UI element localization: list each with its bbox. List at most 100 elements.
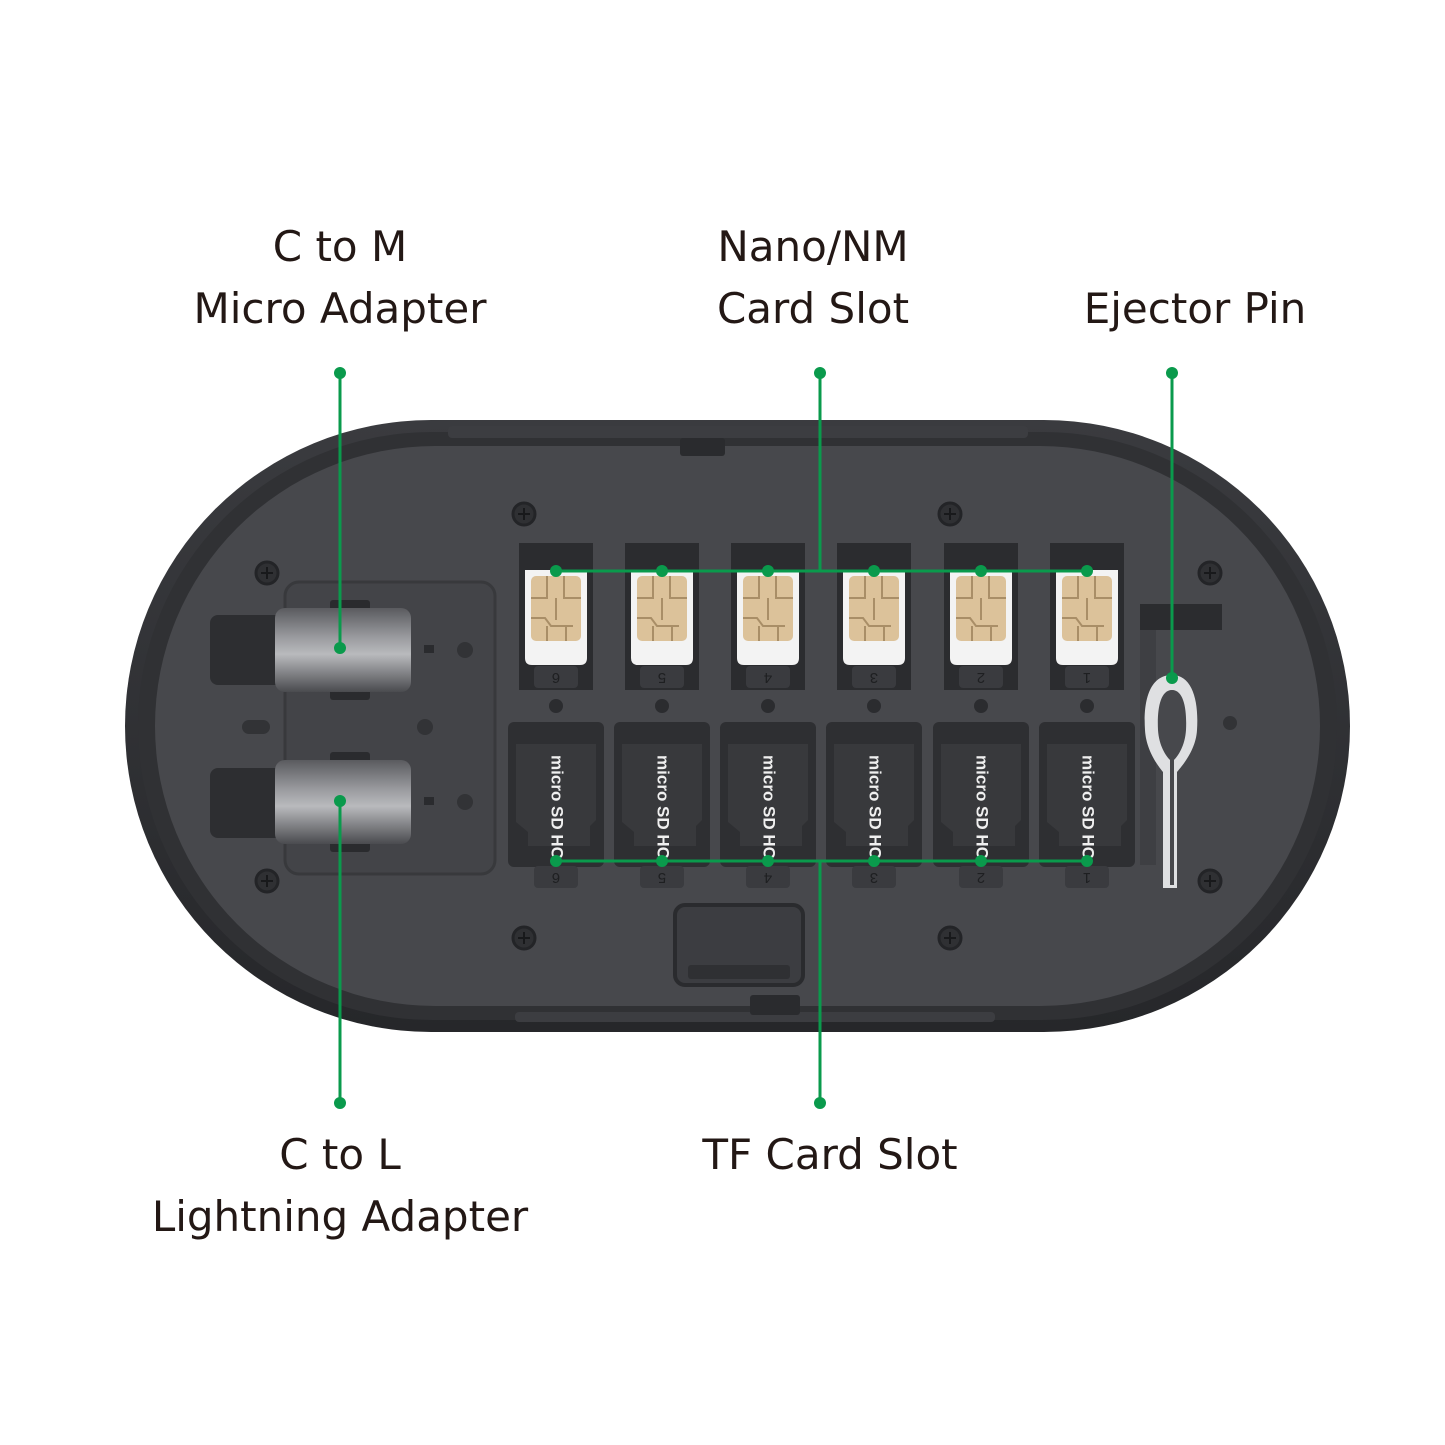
callout-dot <box>762 855 774 867</box>
holder-dot <box>417 719 433 735</box>
sim-slot-tab <box>959 666 1003 688</box>
sim-slot[interactable]: 1 <box>1050 543 1124 713</box>
sim-slot-tab <box>534 666 578 688</box>
callout-dot <box>656 855 668 867</box>
screw-icon <box>254 868 280 894</box>
sim-slot-number: 6 <box>552 669 560 686</box>
label-ejector-line1: Ejector Pin <box>1083 284 1307 333</box>
sim-card-icon <box>631 570 693 665</box>
tf-slot[interactable]: micro SD HC 1 <box>1039 722 1135 888</box>
sim-slot-hole <box>655 699 669 713</box>
microsd-card-icon: micro SD HC <box>728 744 808 859</box>
label-c-to-l-line1: C to L <box>279 1130 401 1179</box>
label-c-to-m-line2: Micro Adapter <box>193 284 487 333</box>
label-c-to-l: C to L Lightning Adapter <box>140 1124 540 1248</box>
callout-dot <box>868 855 880 867</box>
tf-slot-tab <box>959 866 1003 888</box>
callout-dot <box>334 642 346 654</box>
microsd-card-icon: micro SD HC <box>834 744 914 859</box>
label-nano: Nano/NM Card Slot <box>663 216 963 340</box>
pin-holder-dot <box>1223 716 1237 730</box>
label-tf: TF Card Slot <box>680 1124 980 1186</box>
sim-slot-number: 2 <box>977 669 985 686</box>
callout-dot <box>814 367 826 379</box>
microsd-card-label: micro SD HC <box>654 755 673 859</box>
sim-slot-tab <box>640 666 684 688</box>
tf-slot-number: 2 <box>977 869 985 886</box>
sim-card-icon <box>737 570 799 665</box>
screw-icon <box>937 501 963 527</box>
sim-slot-hole <box>549 699 563 713</box>
holder-tick <box>424 645 434 653</box>
sim-card-icon <box>1056 570 1118 665</box>
microsd-card-label: micro SD HC <box>548 755 567 859</box>
microsd-card-label: micro SD HC <box>973 755 992 859</box>
microsd-card-icon: micro SD HC <box>516 744 596 859</box>
tf-slot-number: 1 <box>1083 869 1091 886</box>
tf-slot-tab <box>746 866 790 888</box>
sim-slot-number: 4 <box>764 669 772 686</box>
microsd-card-label: micro SD HC <box>760 755 779 859</box>
microsd-card-icon: micro SD HC <box>941 744 1021 859</box>
sim-card-icon <box>950 570 1012 665</box>
label-nano-line2: Card Slot <box>716 284 910 333</box>
slot-callout-dots <box>550 565 1093 867</box>
label-tf-line1: TF Card Slot <box>702 1130 958 1179</box>
screw-icon <box>511 925 537 951</box>
screw-icon <box>1197 868 1223 894</box>
holder-tick <box>424 797 434 805</box>
sim-slot-hole <box>867 699 881 713</box>
sim-card-icon <box>525 570 587 665</box>
sim-slot-hole <box>761 699 775 713</box>
rim-detail <box>515 1012 995 1022</box>
callout-dot <box>762 565 774 577</box>
sim-slot-number: 5 <box>658 669 666 686</box>
tf-slot-number: 4 <box>764 869 772 886</box>
usb-c-adapter-icon <box>210 600 411 700</box>
microsd-card-icon: micro SD HC <box>622 744 702 859</box>
sim-slot[interactable]: 5 <box>625 543 699 713</box>
screw-icon <box>1197 560 1223 586</box>
label-nano-line1: Nano/NM <box>717 222 909 271</box>
rim-notch <box>750 995 800 1015</box>
screw-icon <box>511 501 537 527</box>
callout-dot <box>550 565 562 577</box>
microsd-card-label: micro SD HC <box>1079 755 1098 859</box>
tf-slot[interactable]: micro SD HC 2 <box>933 722 1029 888</box>
holder-dot <box>457 642 473 658</box>
tf-slot-tab <box>852 866 896 888</box>
screw-icon <box>937 925 963 951</box>
rim-notch <box>680 438 725 456</box>
tf-slot[interactable]: micro SD HC5 <box>614 722 710 888</box>
callout-dot <box>656 565 668 577</box>
sim-slot[interactable]: 6 <box>519 543 593 713</box>
tf-slot[interactable]: micro SD HC 4 <box>720 722 816 888</box>
callout-dot <box>814 1097 826 1109</box>
sim-slot-number: 3 <box>870 669 878 686</box>
tf-slot[interactable]: micro SD HC6 <box>508 722 604 888</box>
tf-slot[interactable]: micro SD HC 3 <box>826 722 922 888</box>
callout-dot <box>550 855 562 867</box>
holder-dot <box>457 794 473 810</box>
tf-slot-tab <box>1065 866 1109 888</box>
tf-slot-number: 3 <box>870 869 878 886</box>
sim-slot-tab <box>1065 666 1109 688</box>
callout-dot <box>1081 565 1093 577</box>
callout-dot <box>334 795 346 807</box>
sim-slot[interactable]: 2 <box>944 543 1018 713</box>
label-ejector: Ejector Pin <box>1060 278 1330 340</box>
callout-dot <box>334 1097 346 1109</box>
callout-dot <box>334 367 346 379</box>
rim-detail <box>448 426 1028 438</box>
callout-dot <box>975 855 987 867</box>
latch-inner <box>688 965 790 979</box>
callout-lines <box>334 367 1178 1109</box>
callout-dot <box>975 565 987 577</box>
callout-dot <box>1081 855 1093 867</box>
microsd-card-label: micro SD HC <box>866 755 885 859</box>
sim-slot-hole <box>1080 699 1094 713</box>
callout-dot <box>1166 367 1178 379</box>
screw-icon <box>254 560 280 586</box>
